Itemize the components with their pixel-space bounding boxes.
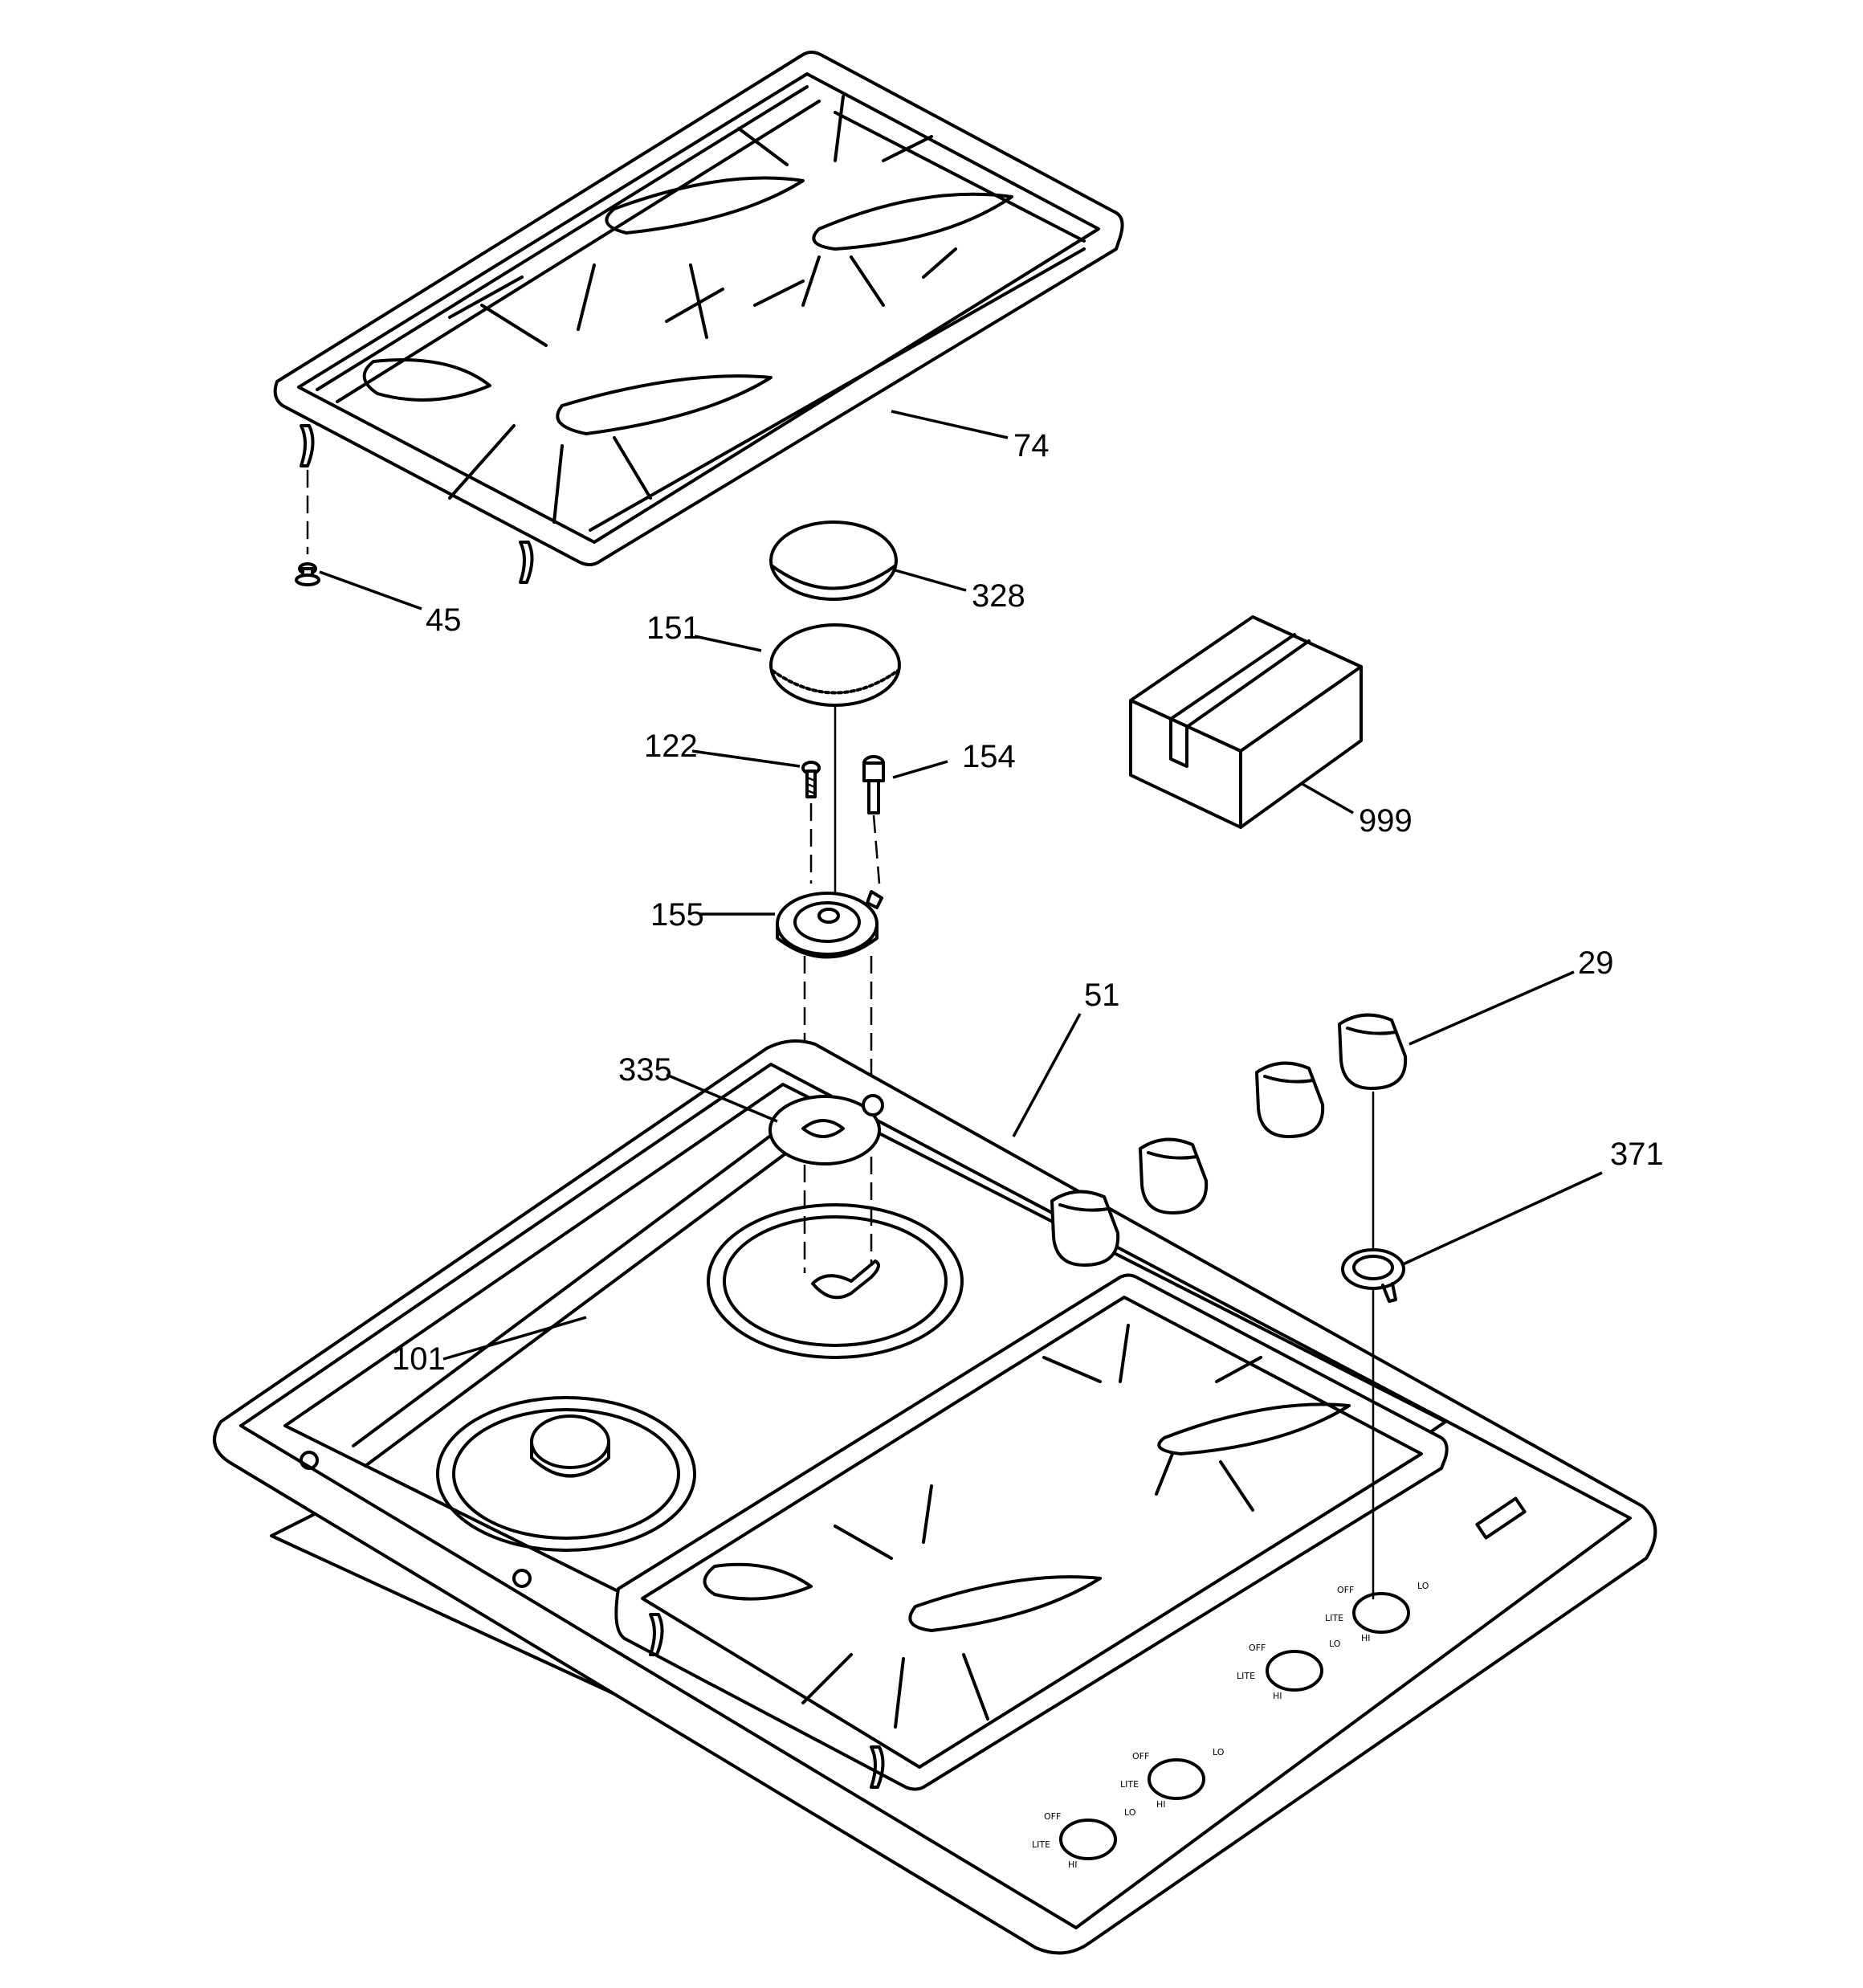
electrode-guide-line	[872, 814, 881, 884]
grate-part-74	[273, 51, 1124, 584]
callout-999: 999	[1359, 803, 1413, 839]
svg-text:LO: LO	[1417, 1581, 1429, 1591]
installed-grate	[614, 1273, 1449, 1791]
package-box-part-999	[1129, 615, 1363, 829]
callout-122: 122	[644, 729, 698, 764]
knob-part-29	[1050, 1013, 1408, 1267]
callout-labels: 74 45 328 151 122 154 999 155 29 51 335 …	[392, 428, 1664, 1377]
callout-151: 151	[646, 610, 700, 646]
callout-45: 45	[426, 602, 462, 638]
leader-lines	[319, 410, 1603, 1361]
svg-text:LO: LO	[1213, 1747, 1225, 1757]
svg-text:LITE: LITE	[1032, 1839, 1050, 1850]
svg-text:HI: HI	[1273, 1691, 1282, 1701]
svg-text:HI: HI	[1156, 1799, 1166, 1810]
burner-cap-part-328	[769, 520, 898, 601]
callout-371: 371	[1610, 1137, 1664, 1172]
foot-part-45	[295, 562, 320, 586]
burner-base-part-155	[776, 890, 883, 959]
svg-text:LITE: LITE	[1325, 1613, 1343, 1623]
callout-328: 328	[972, 578, 1025, 614]
callout-29: 29	[1578, 945, 1614, 981]
svg-text:OFF: OFF	[1249, 1643, 1266, 1653]
svg-text:LITE: LITE	[1237, 1671, 1255, 1681]
callout-154: 154	[962, 739, 1016, 774]
electrode-part-154	[862, 755, 885, 814]
knob-seat-3: OFF LITE HI LO	[1237, 1639, 1341, 1701]
knob-seat-2: OFF LITE HI LO	[1120, 1747, 1225, 1810]
burner-head-part-151	[769, 623, 901, 707]
svg-text:HI: HI	[1068, 1859, 1078, 1870]
spill-plate-part-335	[768, 1094, 884, 1165]
svg-text:HI: HI	[1361, 1633, 1371, 1643]
callout-101: 101	[392, 1341, 446, 1377]
knob-seat-1: OFF LITE HI LO	[1032, 1807, 1136, 1870]
screw-part-122	[801, 761, 821, 798]
knob-seat-4: OFF LITE HI LO	[1325, 1581, 1429, 1643]
svg-text:LO: LO	[1329, 1639, 1341, 1649]
callout-335: 335	[618, 1052, 672, 1088]
svg-text:OFF: OFF	[1337, 1585, 1354, 1595]
svg-text:OFF: OFF	[1132, 1751, 1149, 1761]
callout-74: 74	[1013, 428, 1050, 463]
svg-text:LITE: LITE	[1120, 1779, 1139, 1790]
callout-51: 51	[1084, 978, 1120, 1013]
svg-text:OFF: OFF	[1044, 1811, 1061, 1822]
svg-text:LO: LO	[1124, 1807, 1136, 1818]
callout-155: 155	[650, 897, 704, 933]
